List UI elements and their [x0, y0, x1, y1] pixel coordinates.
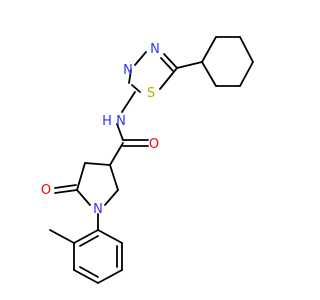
molecule-structure: N N S N H O O N — [41, 36, 254, 284]
atom-o-lactam: O — [41, 183, 51, 198]
atom-n-thiadiazole-top: N — [150, 42, 160, 57]
atom-labels: N N S N H O O N — [41, 42, 160, 217]
atom-n-amide: N — [116, 114, 126, 129]
bond-lines — [49, 36, 254, 284]
atom-s-thiadiazole: S — [147, 86, 155, 101]
atom-h-amide: H — [102, 114, 112, 129]
atom-n-lactam: N — [93, 202, 103, 217]
atom-n-thiadiazole-left: N — [123, 63, 133, 78]
atom-o-amide: O — [149, 137, 159, 152]
